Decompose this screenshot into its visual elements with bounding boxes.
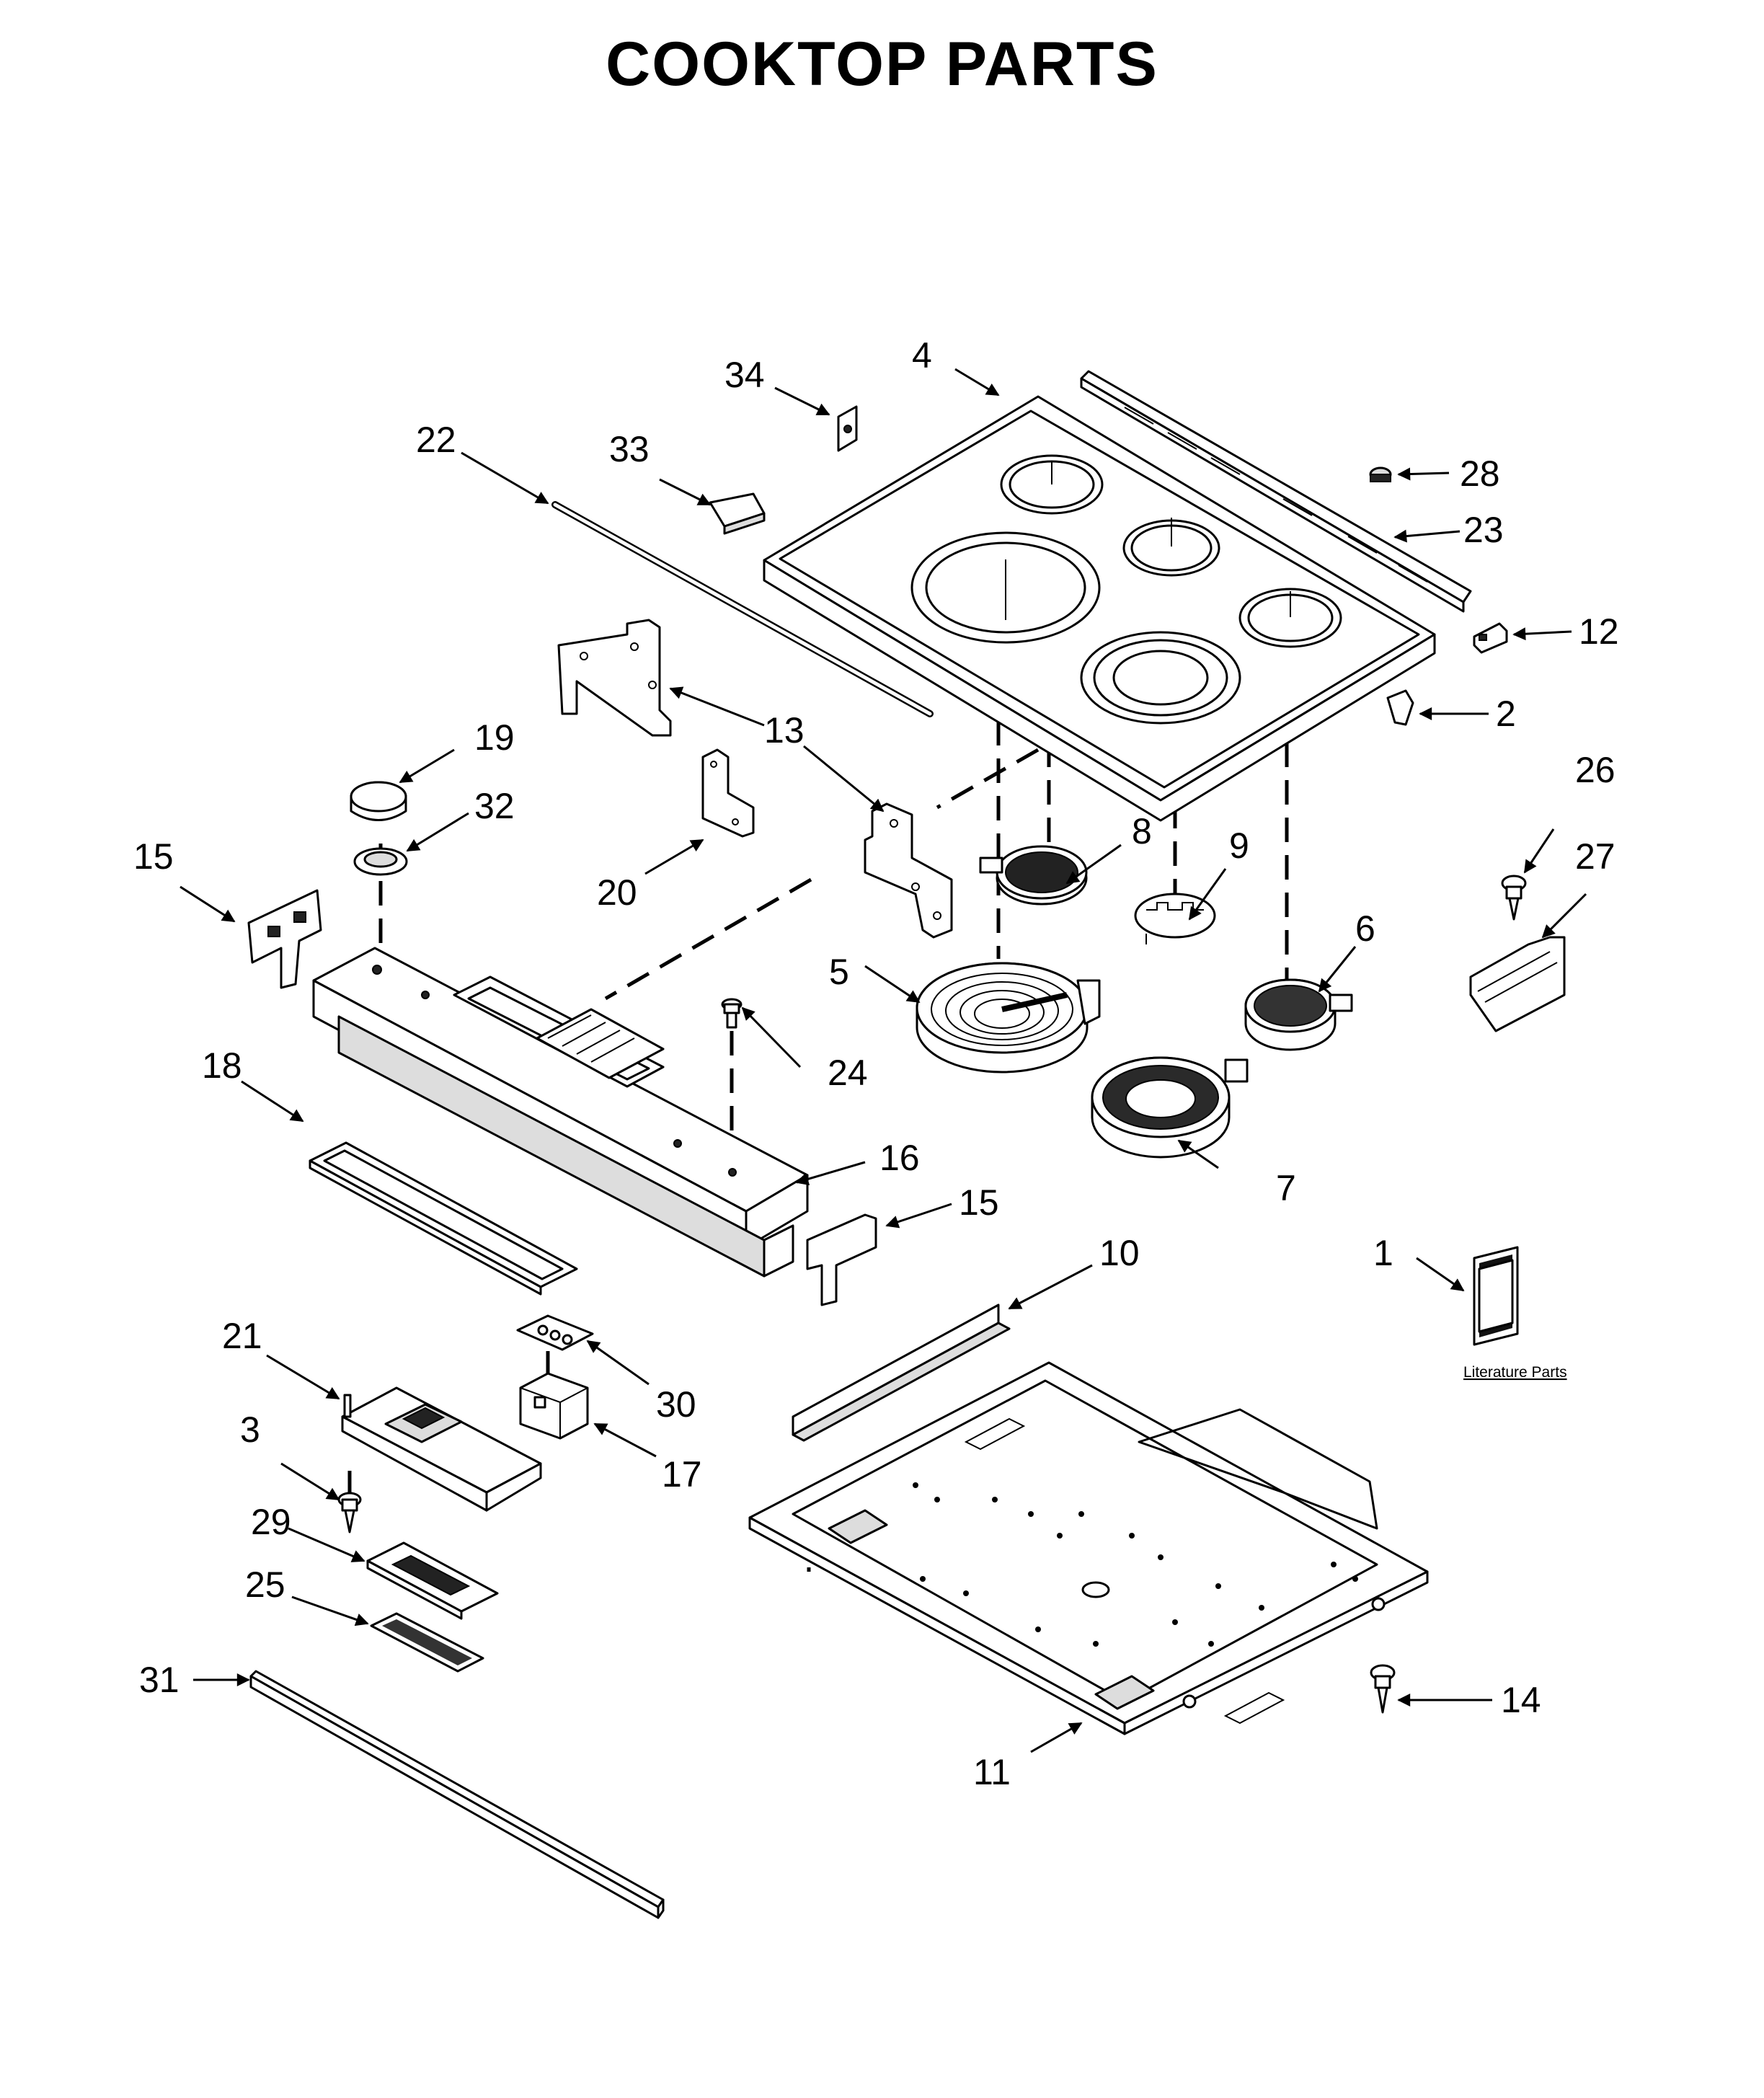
burner-box-part-11[interactable] [748, 1361, 1429, 1735]
screw-part-14[interactable] [1370, 1664, 1396, 1714]
callout-22: 22 [416, 420, 456, 460]
callout-1: 1 [1373, 1233, 1393, 1273]
callout-18: 18 [202, 1045, 242, 1086]
leader-lines [179, 368, 1587, 1753]
control-panel-part-16[interactable] [312, 947, 809, 1278]
callout-10: 10 [1099, 1233, 1140, 1273]
clip-part-33[interactable] [709, 492, 766, 535]
callout-33: 33 [609, 429, 650, 469]
callout-17: 17 [662, 1454, 702, 1495]
callout-29: 29 [251, 1502, 291, 1542]
end-cap-part-15-right[interactable] [806, 1213, 877, 1306]
bracket-part-27[interactable] [1469, 936, 1566, 1032]
callout-21: 21 [222, 1316, 262, 1356]
callout-27: 27 [1575, 836, 1615, 877]
callout-8: 8 [1132, 811, 1152, 851]
callout-7: 7 [1276, 1168, 1296, 1208]
callout-11: 11 [973, 1752, 1011, 1792]
gasket-rod-part-22[interactable] [551, 501, 934, 717]
callout-16: 16 [879, 1138, 920, 1178]
callout-9: 9 [1229, 826, 1249, 866]
callout-31: 31 [139, 1660, 179, 1700]
callout-2: 2 [1496, 694, 1516, 734]
screw-part-26[interactable] [1501, 875, 1527, 921]
surface-element-part-7[interactable] [1091, 1056, 1249, 1159]
callout-6: 6 [1355, 908, 1375, 949]
knob-part-19[interactable] [350, 781, 407, 821]
label-part-34[interactable] [837, 405, 858, 452]
screw-part-24[interactable] [721, 998, 743, 1029]
control-board-part-21[interactable] [341, 1386, 542, 1512]
page-title: COOKTOP PARTS [606, 30, 1158, 99]
surface-element-part-6[interactable] [1244, 978, 1353, 1051]
callout-20: 20 [597, 872, 637, 913]
knob-bezel-part-32[interactable] [353, 847, 408, 876]
bracket-part-12[interactable] [1473, 622, 1508, 654]
callout-5: 5 [829, 952, 849, 992]
callout-15-right: 15 [959, 1182, 999, 1223]
callout-24: 24 [828, 1053, 868, 1093]
surface-element-part-8[interactable] [979, 845, 1088, 906]
literature-part-1[interactable]: Literature Parts [1463, 1246, 1567, 1381]
callout-30: 30 [656, 1384, 696, 1425]
limiter-ring-part-9[interactable] [1134, 893, 1216, 944]
cooktop-glass-part-4[interactable] [763, 395, 1436, 822]
rear-trim-part-23[interactable] [1080, 370, 1472, 613]
window-frame-part-18[interactable] [309, 1141, 578, 1296]
bracket-part-20[interactable] [701, 748, 755, 838]
callout-28: 28 [1460, 453, 1500, 494]
callout-23: 23 [1463, 510, 1504, 550]
literature-parts-label: Literature Parts [1463, 1364, 1567, 1381]
callout-13: 13 [764, 710, 805, 751]
board-bracket-part-29[interactable] [366, 1541, 499, 1620]
trim-part-31[interactable] [249, 1670, 665, 1919]
bumper-part-28[interactable] [1369, 466, 1392, 482]
callout-3: 3 [240, 1409, 260, 1450]
callout-34: 34 [724, 355, 765, 395]
callout-19: 19 [474, 717, 515, 758]
cover-plate-part-30[interactable] [516, 1314, 594, 1351]
switch-part-17[interactable] [519, 1372, 589, 1440]
clip-part-2[interactable] [1386, 689, 1414, 726]
callout-4: 4 [912, 335, 932, 376]
callout-25: 25 [245, 1564, 285, 1605]
bracket-part-13-left[interactable] [557, 619, 672, 737]
callout-15-left: 15 [133, 836, 174, 877]
callout-12: 12 [1579, 611, 1619, 652]
callout-32: 32 [474, 786, 515, 826]
bracket-part-13-right[interactable] [864, 802, 953, 939]
end-cap-part-15-left[interactable] [247, 889, 322, 989]
gasket-part-25[interactable] [370, 1612, 484, 1673]
callout-14: 14 [1501, 1680, 1541, 1720]
callout-labels: 4 34 33 22 28 23 12 2 13 19 32 26 27 8 9… [133, 335, 1619, 1792]
screw-part-3[interactable] [337, 1492, 362, 1533]
surface-element-part-5[interactable] [916, 962, 1101, 1074]
brace-part-10[interactable] [792, 1303, 1011, 1442]
callout-26: 26 [1575, 750, 1615, 790]
